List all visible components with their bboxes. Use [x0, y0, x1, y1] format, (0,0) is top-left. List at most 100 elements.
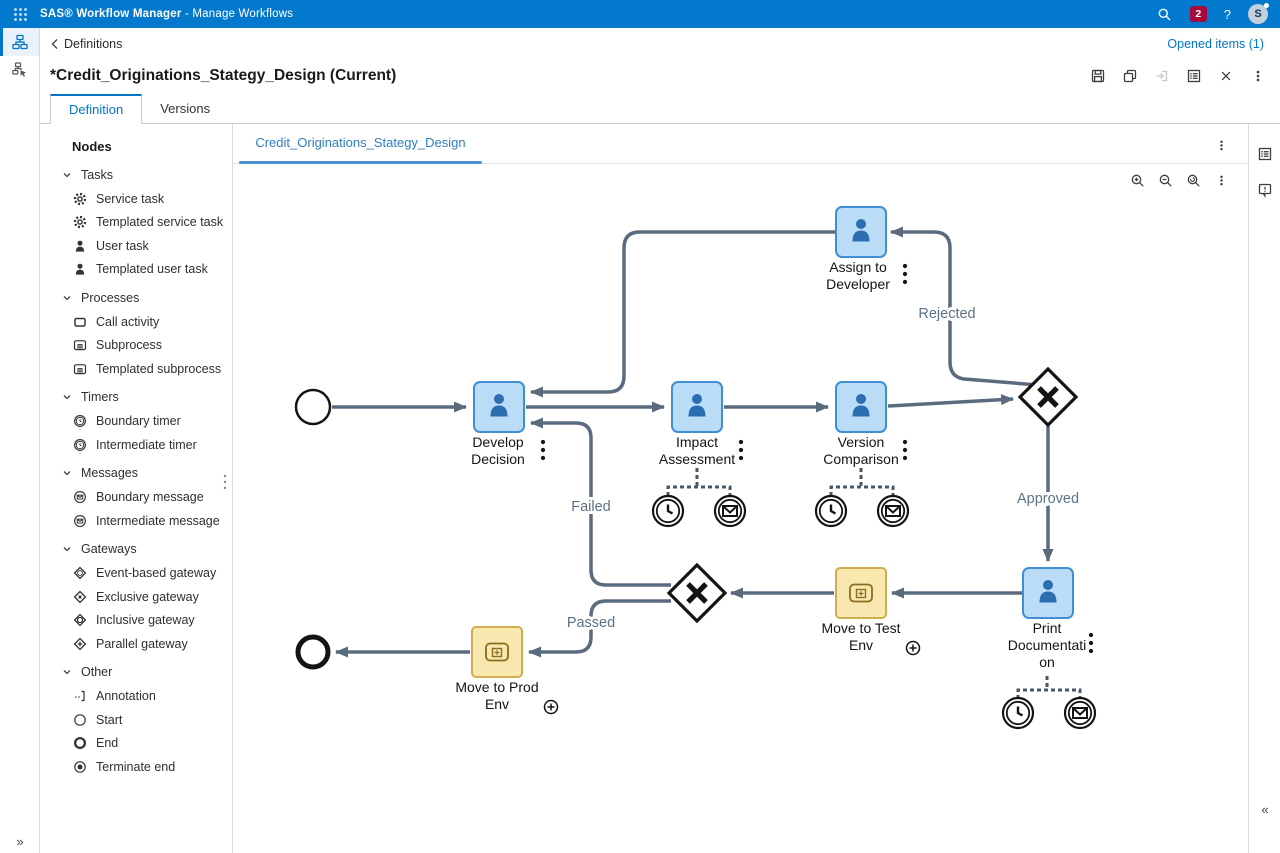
palette-terminate-end[interactable]: Terminate end: [40, 755, 232, 779]
gateway-test-result[interactable]: [666, 562, 728, 624]
flow-rejected[interactable]: [890, 226, 1039, 387]
diagram-canvas[interactable]: Credit_Originations_Stategy_Design: [233, 124, 1248, 853]
subprocess-icon: [858, 591, 864, 596]
flow-failed[interactable]: [530, 417, 671, 587]
group-tasks[interactable]: Tasks: [40, 162, 232, 187]
boundary-message-icon[interactable]: [713, 494, 747, 528]
more-options-button[interactable]: [1249, 68, 1266, 85]
palette-templated-service-task[interactable]: Templated service task: [40, 211, 232, 235]
subprocess-move-to-prod-env[interactable]: [471, 626, 523, 678]
expand-subprocess-icon[interactable]: [905, 640, 921, 656]
call-activity-icon: [74, 317, 86, 327]
person-icon: [856, 219, 866, 229]
chevron-left-icon: [51, 39, 58, 49]
notification-badge[interactable]: 2: [1189, 6, 1207, 22]
gateway-review-decision[interactable]: [1017, 366, 1079, 428]
properties-panel-button[interactable]: [1249, 146, 1280, 162]
group-timers[interactable]: Timers: [40, 385, 232, 410]
boundary-timer-icon[interactable]: [651, 494, 685, 528]
validation-panel-button[interactable]: [1249, 182, 1280, 198]
panel-resize-handle[interactable]: [223, 474, 227, 493]
subprocess-icon: [849, 583, 873, 603]
flow-passed[interactable]: [528, 599, 671, 658]
palette-subprocess[interactable]: Subprocess: [40, 334, 232, 358]
task-print-documentation[interactable]: [1022, 567, 1074, 619]
palette-end[interactable]: End: [40, 732, 232, 756]
canvas-menu-button[interactable]: [1215, 138, 1228, 158]
palette-exclusive-gateway[interactable]: Exclusive gateway: [40, 585, 232, 609]
tab-definition[interactable]: Definition: [50, 94, 143, 124]
canvas-zoom-toolbar: [1129, 172, 1230, 189]
zoom-fit-icon[interactable]: [1185, 172, 1202, 189]
task-develop-decision[interactable]: [473, 381, 525, 433]
close-button[interactable]: [1217, 68, 1234, 85]
palette-parallel-gateway[interactable]: Parallel gateway: [40, 632, 232, 656]
flow-assign-to-develop[interactable]: [530, 230, 835, 398]
boundary-message-icon[interactable]: [876, 494, 910, 528]
subprocess-move-to-test-env[interactable]: [835, 567, 887, 619]
properties-button[interactable]: [1185, 68, 1202, 85]
help-button[interactable]: ?: [1223, 6, 1231, 22]
copy-button[interactable]: [1121, 68, 1138, 85]
left-rail-expand-icon[interactable]: »: [16, 834, 24, 849]
canvas-tab[interactable]: Credit_Originations_Stategy_Design: [255, 135, 466, 150]
item-label: Boundary timer: [96, 414, 181, 429]
item-label: End: [96, 736, 119, 751]
person-icon: [494, 394, 504, 404]
person-icon: [688, 405, 706, 417]
group-gateways[interactable]: Gateways: [40, 537, 232, 562]
node-menu-button[interactable]: [1088, 632, 1094, 654]
end-event-node[interactable]: [295, 634, 331, 670]
palette-inclusive-gateway[interactable]: Inclusive gateway: [40, 609, 232, 633]
palette-boundary-message[interactable]: Boundary message: [40, 486, 232, 510]
rail-item-definitions[interactable]: [0, 28, 39, 56]
palette-user-task[interactable]: User task: [40, 234, 232, 258]
zoom-in-icon[interactable]: [1129, 172, 1146, 189]
flow-version-to-gateway[interactable]: [887, 394, 1014, 408]
avatar[interactable]: S: [1248, 3, 1269, 24]
node-menu-button[interactable]: [738, 439, 744, 461]
timer-icon: [74, 438, 86, 451]
start-event-node[interactable]: [294, 388, 332, 426]
palette-annotation[interactable]: Annotation: [40, 685, 232, 709]
zoom-out-icon[interactable]: [1157, 172, 1174, 189]
task-version-comparison[interactable]: [835, 381, 887, 433]
group-other[interactable]: Other: [40, 660, 232, 685]
subprocess-icon: [73, 340, 87, 351]
opened-items-link[interactable]: Opened items (1): [1167, 37, 1264, 51]
task-assign-to-developer[interactable]: [835, 206, 887, 258]
canvas-more-button[interactable]: [1213, 172, 1230, 189]
boundary-message-icon[interactable]: [1063, 696, 1097, 730]
palette-intermediate-timer[interactable]: Intermediate timer: [40, 433, 232, 457]
palette-templated-subprocess[interactable]: Templated subprocess: [40, 357, 232, 381]
boundary-timer-icon[interactable]: [814, 494, 848, 528]
task-impact-assessment[interactable]: [671, 381, 723, 433]
end-event-icon: [73, 737, 87, 750]
item-label: Subprocess: [96, 338, 163, 353]
boundary-message-events: [713, 494, 1097, 730]
group-messages[interactable]: Messages: [40, 461, 232, 486]
back-to-definitions[interactable]: Definitions: [50, 37, 122, 51]
node-menu-button[interactable]: [540, 439, 546, 461]
palette-boundary-timer[interactable]: Boundary timer: [40, 410, 232, 434]
palette-service-task[interactable]: Service task: [40, 187, 232, 211]
node-menu-button[interactable]: [902, 439, 908, 461]
palette-event-based-gateway[interactable]: Event-based gateway: [40, 562, 232, 586]
boundary-timer-events: [651, 494, 1035, 730]
node-menu-button[interactable]: [902, 263, 908, 285]
expand-subprocess-icon[interactable]: [543, 699, 559, 715]
palette-start[interactable]: Start: [40, 708, 232, 732]
group-processes[interactable]: Processes: [40, 285, 232, 310]
app-launcher-icon[interactable]: [0, 7, 40, 22]
annotation-icon: [75, 691, 85, 702]
tab-versions[interactable]: Versions: [160, 100, 211, 116]
item-label: Templated service task: [96, 215, 224, 230]
palette-intermediate-message[interactable]: Intermediate message: [40, 509, 232, 533]
boundary-timer-icon[interactable]: [1001, 696, 1035, 730]
search-icon[interactable]: [1156, 6, 1173, 23]
palette-templated-user-task[interactable]: Templated user task: [40, 258, 232, 282]
palette-call-activity[interactable]: Call activity: [40, 310, 232, 334]
rail-item-instances[interactable]: [0, 56, 39, 84]
save-button[interactable]: [1089, 68, 1106, 85]
right-rail-collapse-icon[interactable]: «: [1261, 802, 1269, 817]
